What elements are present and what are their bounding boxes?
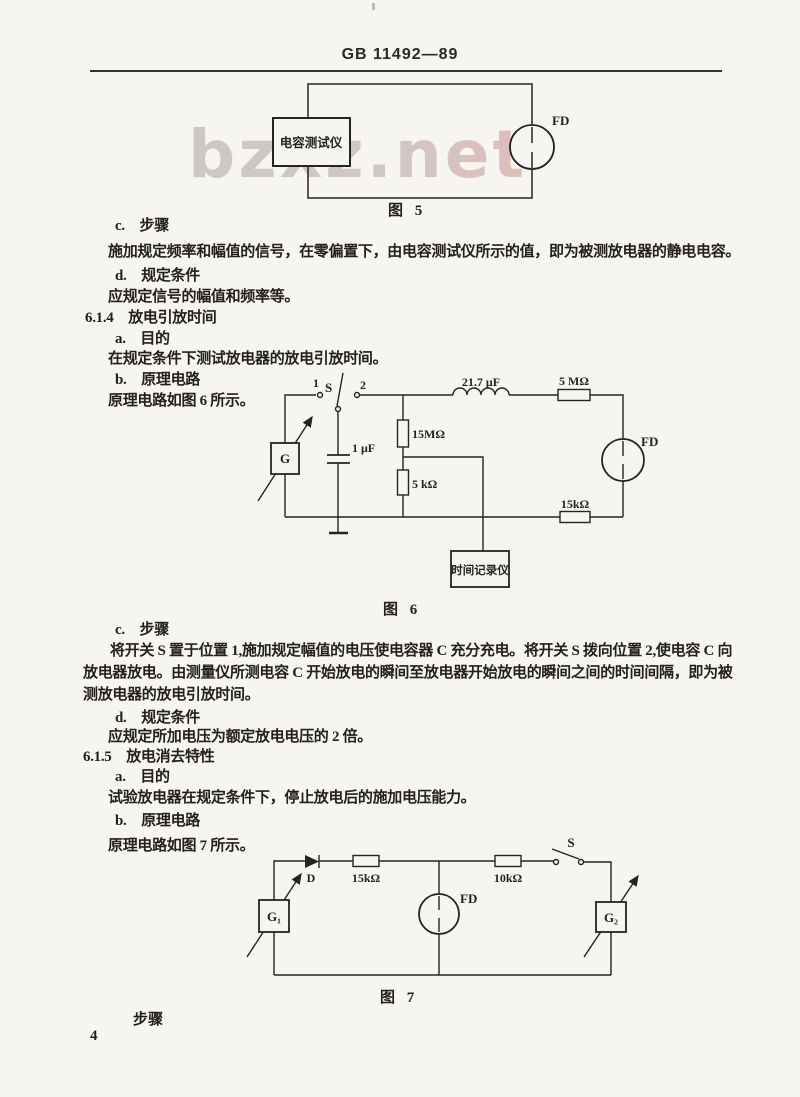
text-line: 应规定所加电压为额定放电电压的 2 倍。 [108, 729, 373, 745]
fig7-diode-label: D [307, 871, 316, 885]
text-line: 测放电器的放电引放时间。 [83, 687, 260, 703]
figure-5-caption: 图 5 [388, 203, 423, 219]
text-line: 试验放电器在规定条件下，停止放电后的施加电压能力。 [108, 790, 476, 806]
fig6-switch-label: S [325, 380, 332, 395]
text-line: d. 规定条件 [115, 268, 200, 284]
fig7-right-resistor-label: 10kΩ [494, 871, 523, 885]
text-line: 原理电路如图 6 所示。 [108, 393, 255, 409]
figure-6-caption: 图 6 [383, 602, 418, 618]
standard-code: GB 11492—89 [341, 46, 459, 63]
fig5-fd-label: FD [552, 113, 569, 128]
scan-artifact [372, 3, 375, 10]
watermark: bzxz.net [188, 122, 588, 188]
fig6-fd-label: FD [641, 434, 658, 449]
fig6-bottom-resistor-label: 15kΩ [561, 497, 590, 511]
fig6-recorder-label: 时间记录仪 [451, 563, 509, 577]
footer-step-label: 步骤 [133, 1012, 164, 1028]
figure-7-caption: 图 7 [380, 990, 415, 1006]
figure-6-discharge-time-circuit [257, 372, 645, 588]
fig6-shunt1-label: 15MΩ [412, 427, 445, 441]
text-line: b. 原理电路 [115, 813, 200, 829]
fig6-source-label: G [280, 451, 290, 466]
text-line: c. 步骤 [115, 218, 169, 234]
fig6-shunt2-label: 5 kΩ [412, 477, 438, 491]
page-number: 4 [90, 1028, 98, 1044]
fig6-series-resistor-label: 5 MΩ [559, 374, 589, 388]
text-line: c. 步骤 [115, 622, 169, 638]
text-line: 应规定信号的幅值和频率等。 [108, 289, 300, 305]
section-heading: 6.1.5 放电消去特性 [83, 749, 215, 765]
text-line: d. 规定条件 [115, 710, 200, 726]
text-line: 施加规定频率和幅值的信号，在零偏置下，由电容测试仪所示的值，即为被测放电器的静电… [108, 244, 741, 260]
fig7-left-resistor-label: 15kΩ [352, 871, 381, 885]
fig6-capacitor-label: 1 μF [352, 441, 375, 455]
fig7-source-left-label: G₁ [267, 909, 281, 924]
fig6-pos1-label: 1 [313, 376, 319, 390]
header-rule [90, 70, 722, 72]
figure-7-extinction-circuit [246, 848, 639, 976]
text-line: b. 原理电路 [115, 372, 200, 388]
text-line: 在规定条件下测试放电器的放电引放时间。 [108, 351, 388, 367]
text-line: 将开关 S 置于位置 1,施加规定幅值的电压使电容器 C 充分充电。将开关 S … [110, 643, 733, 659]
figure-5-capacitance-test-circuit [272, 83, 555, 199]
fig7-switch-label: S [567, 835, 574, 850]
section-heading: 6.1.4 放电引放时间 [85, 310, 217, 326]
text-line: 原理电路如图 7 所示。 [108, 838, 255, 854]
fig5-tester-label: 电容测试仪 [280, 135, 343, 150]
fig7-source-right-label: G₂ [604, 910, 618, 925]
text-line: a. 目的 [115, 331, 170, 347]
fig6-pos2-label: 2 [360, 378, 366, 392]
text-line: 放电器放电。由测量仪所测电容 C 开始放电的瞬间至放电器开始放电的瞬间之间的时间… [83, 665, 733, 681]
fig7-fd-label: FD [460, 891, 477, 906]
text-line: a. 目的 [115, 769, 170, 785]
fig6-inductor-label: 21.7 μF [462, 375, 500, 389]
